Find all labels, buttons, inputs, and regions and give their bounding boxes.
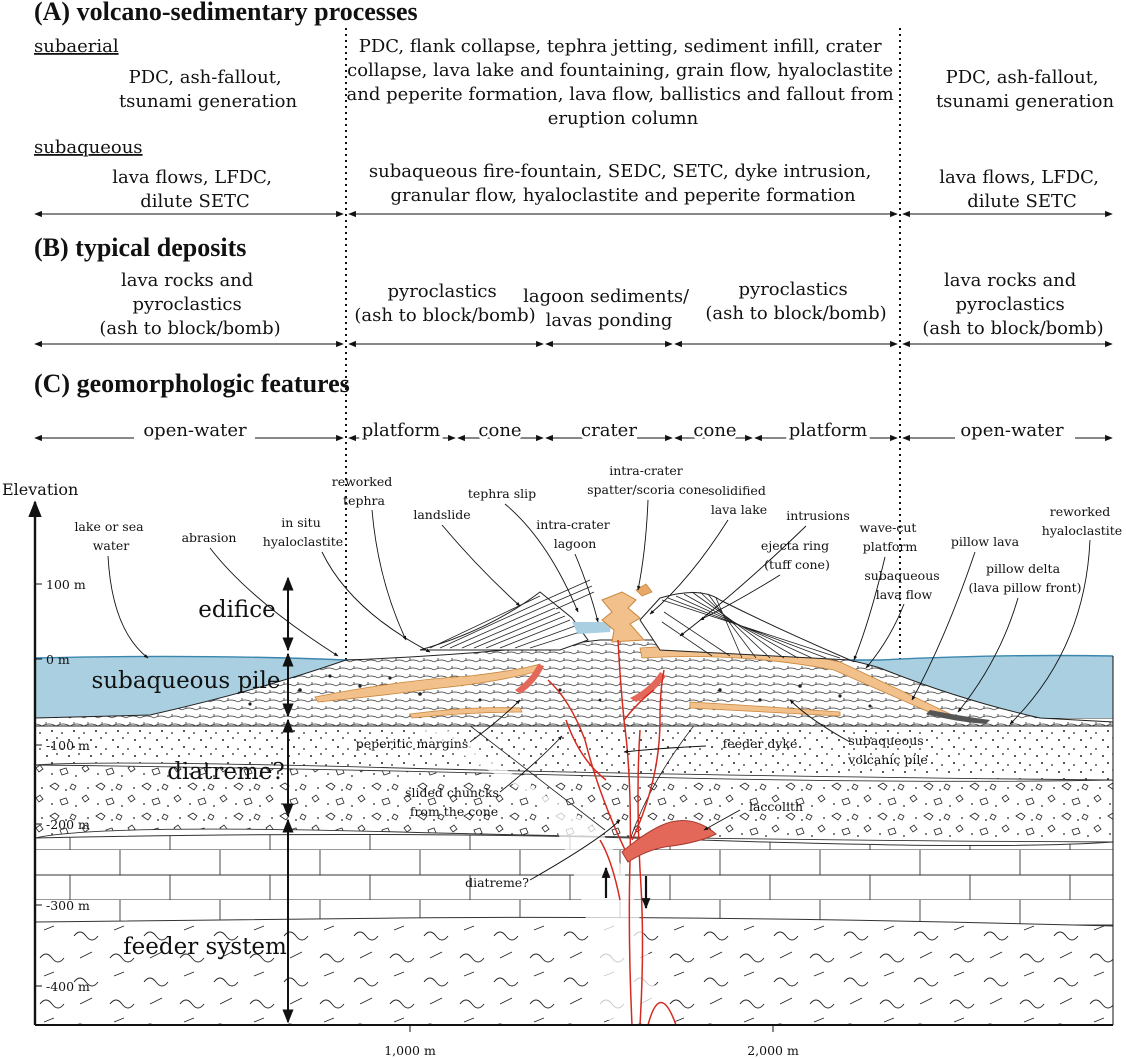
tuff-cone-right: [639, 591, 851, 661]
label-pillow-lava: pillow lava: [951, 534, 1020, 549]
geomorph-open-water-left: open-water: [143, 420, 247, 441]
lava-flow-lower-left: [409, 707, 523, 719]
geomorph-platform-left: platform: [362, 420, 440, 441]
label-pillow-delta: pillow delta (lava pillow front): [968, 561, 1081, 595]
label-subaqueous-volcanic-pile: subaqueous volcanic pile: [847, 733, 927, 767]
subaqueous-center-text: subaqueous fire-fountain, SEDC, SETC, dy…: [369, 161, 877, 206]
geomorph-row: open-water platform cone crater cone pla…: [34, 417, 1113, 444]
laccolith-body: [621, 820, 717, 863]
label-landslide: landslide: [413, 507, 470, 522]
spatter-cone-top: [635, 583, 653, 597]
label-slided-chunks: slided chuncks from the cone: [405, 785, 503, 819]
label-wave-cut-platform: wave-cut platform: [860, 520, 921, 554]
zone-edifice: edifice: [198, 597, 276, 623]
subaerial-center-text: PDC, flank collapse, tephra jetting, sed…: [347, 36, 900, 129]
section-a-title: (A) volcano-sedimentary processes: [34, 0, 418, 26]
pillow-delta-front: [926, 710, 990, 724]
subaerial-label: subaerial: [34, 36, 119, 57]
label-reworked-hyaloclastite: reworked hyaloclastite: [1042, 504, 1122, 538]
label-in-situ-hyaloclastite: in situ hyaloclastite: [263, 515, 343, 549]
dotted-layer: [34, 717, 1114, 781]
label-abrasion: abrasion: [182, 530, 237, 545]
label-intrusions: intrusions: [786, 508, 850, 523]
deposit-center-text: lagoon sediments/ lavas ponding: [523, 286, 695, 331]
label-solidified-lava-lake: solidified lava lake: [708, 483, 770, 517]
y-axis-title: Elevation: [2, 480, 78, 499]
intra-crater-lagoon: [572, 622, 612, 634]
label-intra-crater-lagoon: intra-crater lagoon: [536, 517, 614, 551]
fault-arrows: [601, 866, 651, 910]
geomorph-cone-right: cone: [693, 420, 736, 441]
geomorph-crater: crater: [581, 420, 637, 441]
label-spatter-cone: intra-crater spatter/scoria cone: [587, 463, 709, 497]
deposit-left-text: lava rocks and pyroclastics (ash to bloc…: [99, 270, 280, 339]
label-tephra-slip: tephra slip: [468, 486, 536, 501]
geomorph-open-water-right: open-water: [960, 420, 1064, 441]
zone-feeder-system: feeder system: [123, 934, 287, 960]
subaqueous-left-text: lava flows, LFDC, dilute SETC: [112, 167, 278, 212]
section-b-title: (B) typical deposits: [34, 233, 246, 262]
label-laccolith: laccolith: [749, 799, 803, 814]
peperite-pod-left: [515, 664, 544, 694]
y-tick-label: -300 m: [46, 898, 90, 913]
x-tick-label: 2,000 m: [747, 1043, 799, 1058]
y-tick-label: 100 m: [46, 577, 86, 592]
lava-flow-lower-right: [689, 701, 841, 717]
label-feeder-dyke: feeder dyke: [723, 736, 798, 751]
deposit-center-left-text: pyroclastics (ash to block/bomb): [354, 281, 535, 326]
label-reworked-tephra: reworked tephra: [332, 474, 397, 508]
pile-clasts: [248, 674, 872, 708]
label-ejecta-ring: ejecta ring (tuff cone): [761, 538, 833, 572]
zone-subaqueous-pile: subaqueous pile: [91, 668, 280, 694]
y-tick-marks: [35, 583, 42, 987]
section-c-title: (C) geomorphologic features: [34, 369, 350, 398]
diatreme-outline: [459, 717, 701, 841]
zone-diatreme: diatreme?: [167, 759, 284, 785]
label-peperitic-margins: peperitic margins: [356, 736, 469, 751]
y-tick-label: -100 m: [46, 738, 90, 753]
cross-section: Elevation 100 m 0 m -100 m -200 m -300 m…: [2, 463, 1122, 1058]
feeder-dykes: [547, 639, 677, 1026]
subaqueous-label: subaqueous: [34, 137, 143, 158]
y-tick-label: 0 m: [46, 652, 70, 667]
label-lake-water: lake or sea water: [74, 519, 147, 553]
tuff-cone-left: [419, 579, 595, 651]
subaqueous-right-text: lava flows, LFDC, dilute SETC: [939, 167, 1105, 212]
label-subaqueous-lava-flow: subaqueous lava flow: [864, 568, 943, 602]
y-tick-label: -400 m: [46, 979, 90, 994]
subaerial-right-text: PDC, ash-fallout, tsunami generation: [936, 67, 1115, 112]
subaerial-left-text: PDC, ash-fallout, tsunami generation: [119, 67, 298, 112]
diatreme-funnel: [400, 718, 660, 1020]
leader-lines: [107, 499, 1091, 881]
geomorph-cone-left: cone: [478, 420, 521, 441]
spatter-scoria-cone: [601, 591, 646, 643]
geomorph-platform-right: platform: [789, 420, 867, 441]
peperite-pod-right: [630, 672, 666, 702]
y-tick-label: -200 m: [46, 817, 90, 832]
label-diatreme: diatreme?: [465, 875, 529, 890]
x-tick-label: 1,000 m: [384, 1043, 436, 1058]
deposit-center-right-text: pyroclastics (ash to block/bomb): [705, 279, 886, 324]
basement-texture: [35, 922, 1113, 1025]
deposit-right-text: lava rocks and pyroclastics (ash to bloc…: [922, 270, 1103, 339]
